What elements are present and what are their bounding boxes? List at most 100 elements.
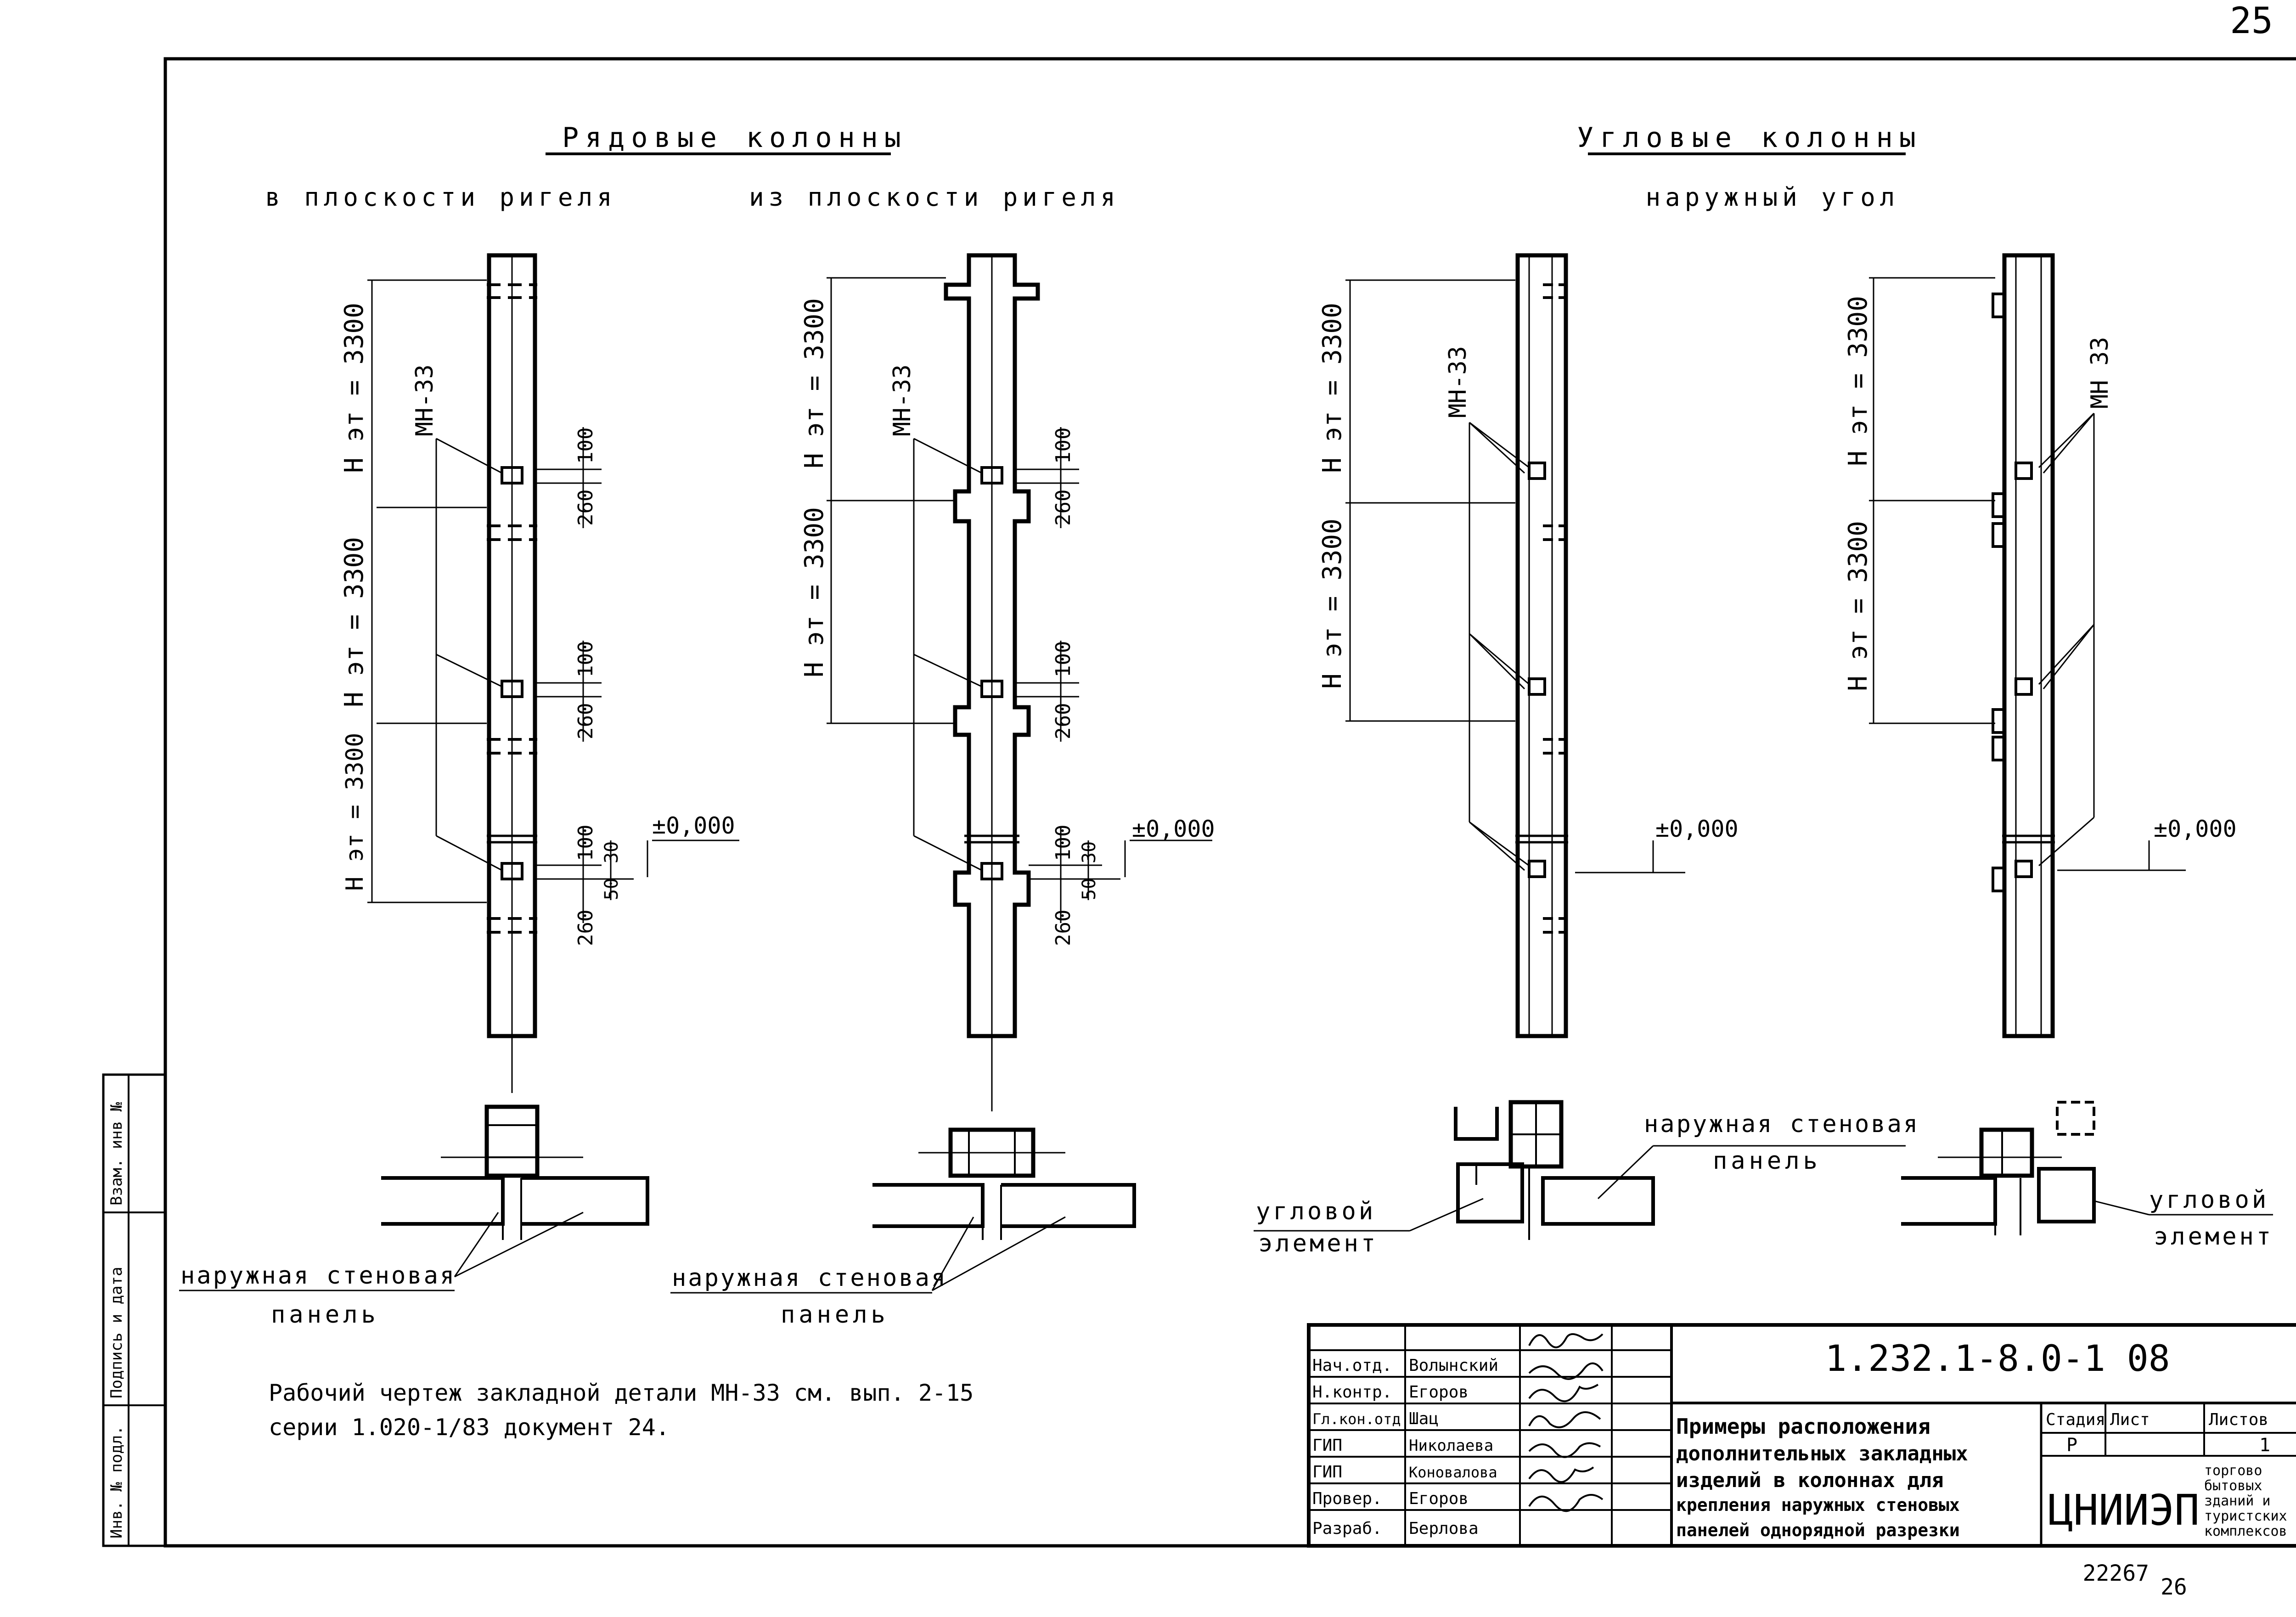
signature-1 <box>1528 1333 1604 1348</box>
col2-dim-260-c: 260 <box>1052 910 1075 946</box>
staff-role: Гл.кон.отд <box>1312 1410 1401 1428</box>
plan1-panel-label-1: наружная стеновая <box>180 1262 456 1290</box>
org-name-5: комплексов <box>2204 1523 2287 1539</box>
group-corner-title: Угловые колонны <box>1577 122 1922 154</box>
note-line-2: серии 1.020-1/83 документ 24. <box>269 1414 670 1441</box>
archive-number: 22267 <box>2083 1561 2150 1586</box>
col1-embed-label: МН-33 <box>411 364 439 436</box>
stage-header: Стадия <box>2046 1410 2105 1429</box>
staff-table: Нач.отд. Волынский Н.контр. Егоров Гл.ко… <box>1312 1356 1498 1538</box>
view-in-plane-title: в плоскости ригеля <box>265 183 616 212</box>
column-2-elevation <box>827 253 1212 1038</box>
sheets-value: 1 <box>2259 1435 2270 1456</box>
column-1-labels: H эт = 3300 H эт = 3300 H эт = 3300 МН-3… <box>339 303 735 946</box>
col3-floor-height-2: H эт = 3300 <box>1317 518 1347 689</box>
org-name-4: туристских <box>2204 1508 2287 1524</box>
plan3-corner-label-2: элемент <box>1258 1230 1378 1257</box>
plan3-panel-label-1: наружная стеновая <box>1644 1110 1919 1138</box>
sheets-header: Листов <box>2209 1410 2268 1429</box>
title-block <box>1307 1323 2296 1548</box>
plan3-panel-label-2: панель <box>1713 1147 1821 1175</box>
col2-dim-30: 30 <box>1079 841 1100 863</box>
sheet-frame <box>163 57 2296 1548</box>
staff-role: ГИП <box>1312 1463 1342 1482</box>
col1-floor-height-1: H эт = 3300 <box>339 303 369 473</box>
col2-dim-100-a: 100 <box>1052 428 1075 464</box>
col2-zero-level: ±0,000 <box>1132 816 1215 842</box>
signature-3 <box>1528 1384 1599 1403</box>
plan4-corner-label-2: элемент <box>2154 1223 2273 1251</box>
staff-name: Коновалова <box>1409 1464 1497 1481</box>
plan2-panel-label-1: наружная стеновая <box>672 1264 947 1292</box>
col2-floor-height-2: H эт = 3300 <box>799 507 829 677</box>
signature-6 <box>1528 1466 1594 1483</box>
col1-dim-260-b: 260 <box>574 703 597 739</box>
signature-7 <box>1528 1494 1604 1512</box>
col2-embed-label: МН-33 <box>889 364 916 436</box>
signature-4 <box>1528 1411 1601 1428</box>
plan-detail-2 <box>670 1036 1136 1294</box>
col4-zero-level: ±0,000 <box>2154 816 2237 842</box>
col2-floor-height-1: H эт = 3300 <box>799 298 829 468</box>
stage-value: Р <box>2066 1435 2077 1456</box>
note-line-1: Рабочий чертеж закладной детали МН-33 см… <box>269 1380 974 1406</box>
staff-name: Егоров <box>1409 1383 1469 1402</box>
col4-floor-height-1: H эт = 3300 <box>1843 296 1873 466</box>
col1-dim-100-b: 100 <box>574 641 597 677</box>
col1-dim-100-c: 100 <box>574 825 597 861</box>
col3-floor-height-1: H эт = 3300 <box>1317 303 1347 473</box>
plan-detail-4 <box>1901 1101 2273 1235</box>
group-ordinary-heading: Рядовые колонны в плоскости ригеля из пл… <box>265 122 1120 212</box>
view-out-of-plane-title: из плоскости ригеля <box>749 183 1120 212</box>
staff-name: Шац <box>1409 1409 1439 1428</box>
group-corner-heading: Угловые колонны наружный угол <box>1577 122 1922 212</box>
staff-role: ГИП <box>1312 1436 1342 1455</box>
staff-role: Н.контр. <box>1312 1383 1392 1402</box>
col1-dim-260-a: 260 <box>574 490 597 526</box>
signature-2 <box>1528 1362 1604 1380</box>
col1-dim-30: 30 <box>601 841 622 863</box>
column-4-elevation <box>1869 253 2186 1038</box>
title-line-4: крепления наружных стеновых <box>1676 1495 1960 1515</box>
staff-role: Нач.отд. <box>1312 1356 1392 1375</box>
group-ordinary-title: Рядовые колонны <box>562 122 907 154</box>
side-stamp-podpis: Подпись и дата <box>107 1267 126 1398</box>
staff-name: Волынский <box>1409 1356 1498 1375</box>
col4-floor-height-2: H эт = 3300 <box>1843 521 1873 691</box>
col3-embed-label: МН-33 <box>1444 346 1472 418</box>
org-name-1: торгово <box>2204 1463 2262 1479</box>
org-name-3: зданий и <box>2204 1493 2271 1509</box>
title-line-3: изделий в колоннах для <box>1676 1469 1944 1492</box>
col2-dim-100-c: 100 <box>1052 825 1075 861</box>
col2-dim-260-b: 260 <box>1052 703 1075 739</box>
col1-dim-100-a: 100 <box>574 428 597 464</box>
org-logo: ЦНИИЭП <box>2048 1486 2200 1535</box>
col1-zero-level: ±0,000 <box>652 812 735 839</box>
staff-name: Егоров <box>1409 1489 1469 1508</box>
page-number-top: 25 <box>2230 0 2273 42</box>
view-outer-corner-title: наружный угол <box>1646 183 1900 212</box>
staff-role: Провер. <box>1312 1489 1382 1508</box>
plan-detail-3 <box>1254 1100 1906 1240</box>
signature-5 <box>1528 1442 1601 1458</box>
plan2-panel-label-2: панель <box>781 1301 889 1329</box>
column-2-labels: H эт = 3300 H эт = 3300 МН-33 100 260 10… <box>799 298 1215 946</box>
col1-dim-260-c: 260 <box>574 910 597 946</box>
page-number-bottom: 26 <box>2161 1574 2187 1600</box>
col2-dim-100-b: 100 <box>1052 641 1075 677</box>
side-stamp: Взам. инв № Подпись и дата Инв. № подл. <box>102 1073 167 1547</box>
col1-floor-height-3: H эт = 3300 <box>341 733 369 891</box>
title-line-1: Примеры расположения <box>1676 1414 1930 1439</box>
col1-floor-height-2: H эт = 3300 <box>339 537 369 707</box>
staff-name: Николаева <box>1409 1437 1493 1455</box>
column-3-elevation <box>1345 253 1685 1038</box>
col1-dim-50: 50 <box>601 878 622 900</box>
staff-name: Берлова <box>1409 1519 1479 1538</box>
signatures <box>1528 1333 1604 1512</box>
title-line-5: панелей однорядной разрезки <box>1676 1520 1960 1540</box>
col2-dim-50: 50 <box>1079 878 1100 900</box>
column-1-elevation <box>367 253 739 1038</box>
plan3-corner-label-1: угловой <box>1256 1198 1376 1225</box>
column-4-labels: H эт = 3300 H эт = 3300 МН 33 ±0,000 <box>1843 296 2237 842</box>
